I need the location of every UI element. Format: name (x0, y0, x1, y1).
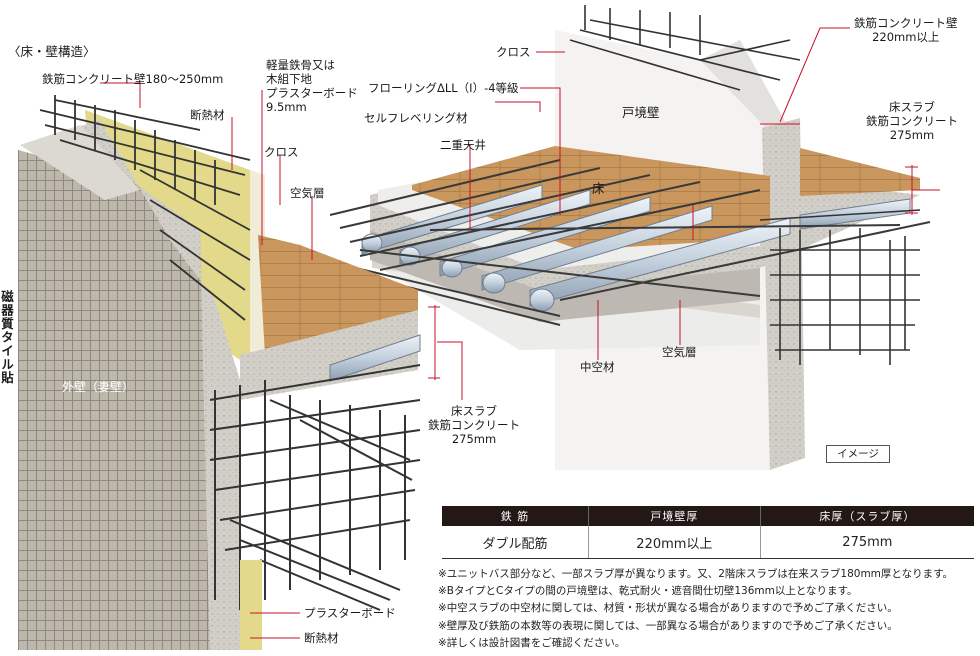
table-row: ダブル配筋 220mm以上 275mm (442, 526, 974, 559)
label-rc-wall-right: 鉄筋コンクリート壁 220mm以上 (854, 16, 958, 44)
label-rc-wall-right-line1: 鉄筋コンクリート壁 (854, 16, 958, 30)
spec-header-wall: 戸境壁厚 (588, 506, 761, 526)
bottom-insulation (240, 560, 262, 650)
hollow-tube-left (329, 334, 421, 382)
label-cloth-right: クロス (496, 45, 531, 59)
label-rc-wall-right-line2: 220mm以上 (872, 30, 940, 44)
floor-right-back (800, 148, 920, 196)
label-tile: 磁器質タイル貼 (0, 290, 14, 385)
note-item: ※中空スラブの中空材に関しては、材質・形状が異なる場合がありますので予めご了承く… (438, 602, 898, 615)
label-light-steel: 軽量鉄骨又は 木組下地 プラスターボード 9.5mm (266, 58, 358, 114)
label-air-layer-right: 空気層 (662, 345, 697, 359)
label-slab-right-line2: 鉄筋コンクリート (866, 114, 958, 128)
label-light-steel-line4: 9.5mm (266, 100, 307, 114)
label-insulation-top: 断熱材 (190, 108, 225, 122)
rebar-cage-left (209, 364, 421, 611)
rebar-cage-right (569, 5, 921, 365)
note-item: ※BタイプとCタイプの間の戸境壁は、乾式耐火・遮音間仕切壁136mm以上となりま… (438, 585, 858, 598)
label-double-ceiling: 二重天井 (440, 138, 486, 152)
spec-table-header: 鉄 筋 戸境壁厚 床厚（スラブ厚） (442, 506, 974, 526)
concrete-wall-top (20, 125, 140, 200)
label-insulation-bottom: 断熱材 (304, 631, 339, 645)
label-slab-left-line3: 275mm (451, 432, 497, 446)
label-slab-left-line1: 床スラブ (451, 404, 497, 418)
spec-cell-rebar: ダブル配筋 (442, 526, 589, 559)
label-slab-right-line3: 275mm (889, 128, 935, 142)
spec-table: 鉄 筋 戸境壁厚 床厚（スラブ厚） ダブル配筋 220mm以上 275mm (442, 506, 974, 559)
label-light-steel-line2: 木組下地 (266, 72, 312, 86)
spec-header-slab: 床厚（スラブ厚） (759, 506, 974, 526)
plaster-layer (250, 170, 265, 360)
label-plaster-bottom: プラスターボード (304, 606, 396, 620)
label-party-wall: 戸境壁 (622, 105, 660, 120)
label-light-steel-line3: プラスターボード (266, 86, 358, 100)
label-self-leveling: セルフレベリング材 (364, 111, 468, 125)
floor-left (258, 235, 418, 355)
label-rc-wall: 鉄筋コンクリート壁180〜250mm (42, 72, 224, 86)
label-hollow: 中空材 (580, 360, 615, 374)
label-light-steel-line1: 軽量鉄骨又は (266, 58, 335, 72)
concrete-wall-side (20, 120, 240, 650)
tile-wall (18, 150, 210, 650)
label-flooring: フローリングΔLL（Ⅰ）-4等級 (368, 81, 519, 95)
label-slab-left-line2: 鉄筋コンクリート (428, 418, 520, 432)
image-tag: イメージ (826, 445, 890, 463)
rebars-left-wall (39, 95, 251, 321)
label-slab-left: 床スラブ 鉄筋コンクリート 275mm (428, 404, 520, 446)
label-slab-right: 床スラブ 鉄筋コンクリート 275mm (866, 100, 958, 142)
note-item: ※ユニットバス部分など、一部スラブ厚が異なります。又、2階床スラブは在来スラブ1… (438, 568, 954, 580)
label-floor: 床 (592, 181, 605, 196)
note-item: ※壁厚及び鉄筋の本数等の表現に関しては、一部異なる場合がありますので予めご了承く… (438, 619, 898, 632)
spec-cell-slab: 275mm (759, 526, 974, 559)
section-title: 〈床・壁構造〉 (8, 44, 96, 59)
label-air-layer-left: 空気層 (290, 186, 325, 200)
label-cloth-left: クロス (264, 145, 299, 159)
leader-lines (100, 27, 940, 639)
note-item: ※詳しくは設計図書をご確認ください。 (438, 636, 626, 649)
spec-header-rebar: 鉄 筋 (442, 506, 589, 526)
slab-left (240, 310, 418, 400)
notes-list: ※ユニットバス部分など、一部スラブ厚が異なります。又、2階床スラブは在来スラブ1… (438, 566, 978, 652)
label-slab-right-line1: 床スラブ (889, 100, 935, 114)
label-exterior-wall: 外壁（妻壁） (62, 380, 135, 394)
slab-right-front (370, 230, 760, 322)
party-wall-edge (700, 40, 790, 130)
spec-cell-wall: 220mm以上 (588, 526, 761, 559)
